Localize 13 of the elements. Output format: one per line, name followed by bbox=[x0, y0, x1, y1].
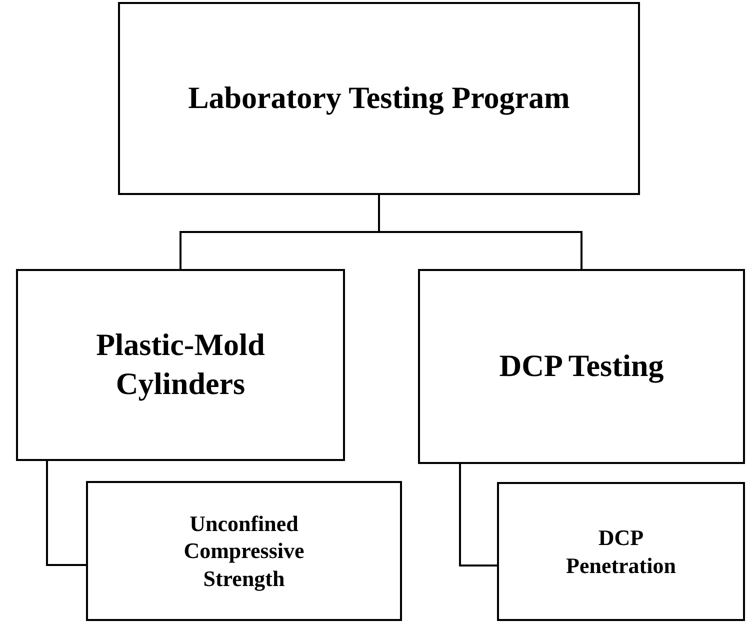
connector-line bbox=[378, 195, 582, 269]
box-label: Unconfined Compressive Strength bbox=[182, 510, 306, 592]
process-box bbox=[418, 269, 745, 464]
process-box bbox=[118, 2, 640, 195]
box-label: DCP Penetration bbox=[565, 524, 677, 579]
process-box bbox=[16, 269, 345, 461]
process-box bbox=[86, 481, 402, 621]
connector-line bbox=[459, 464, 497, 566]
box-label: Laboratory Testing Program bbox=[188, 79, 570, 118]
box-label: DCP Testing bbox=[499, 347, 664, 386]
connector-line bbox=[46, 461, 86, 566]
process-box bbox=[497, 482, 745, 621]
box-label: Plastic-Mold Cylinders bbox=[95, 326, 266, 403]
